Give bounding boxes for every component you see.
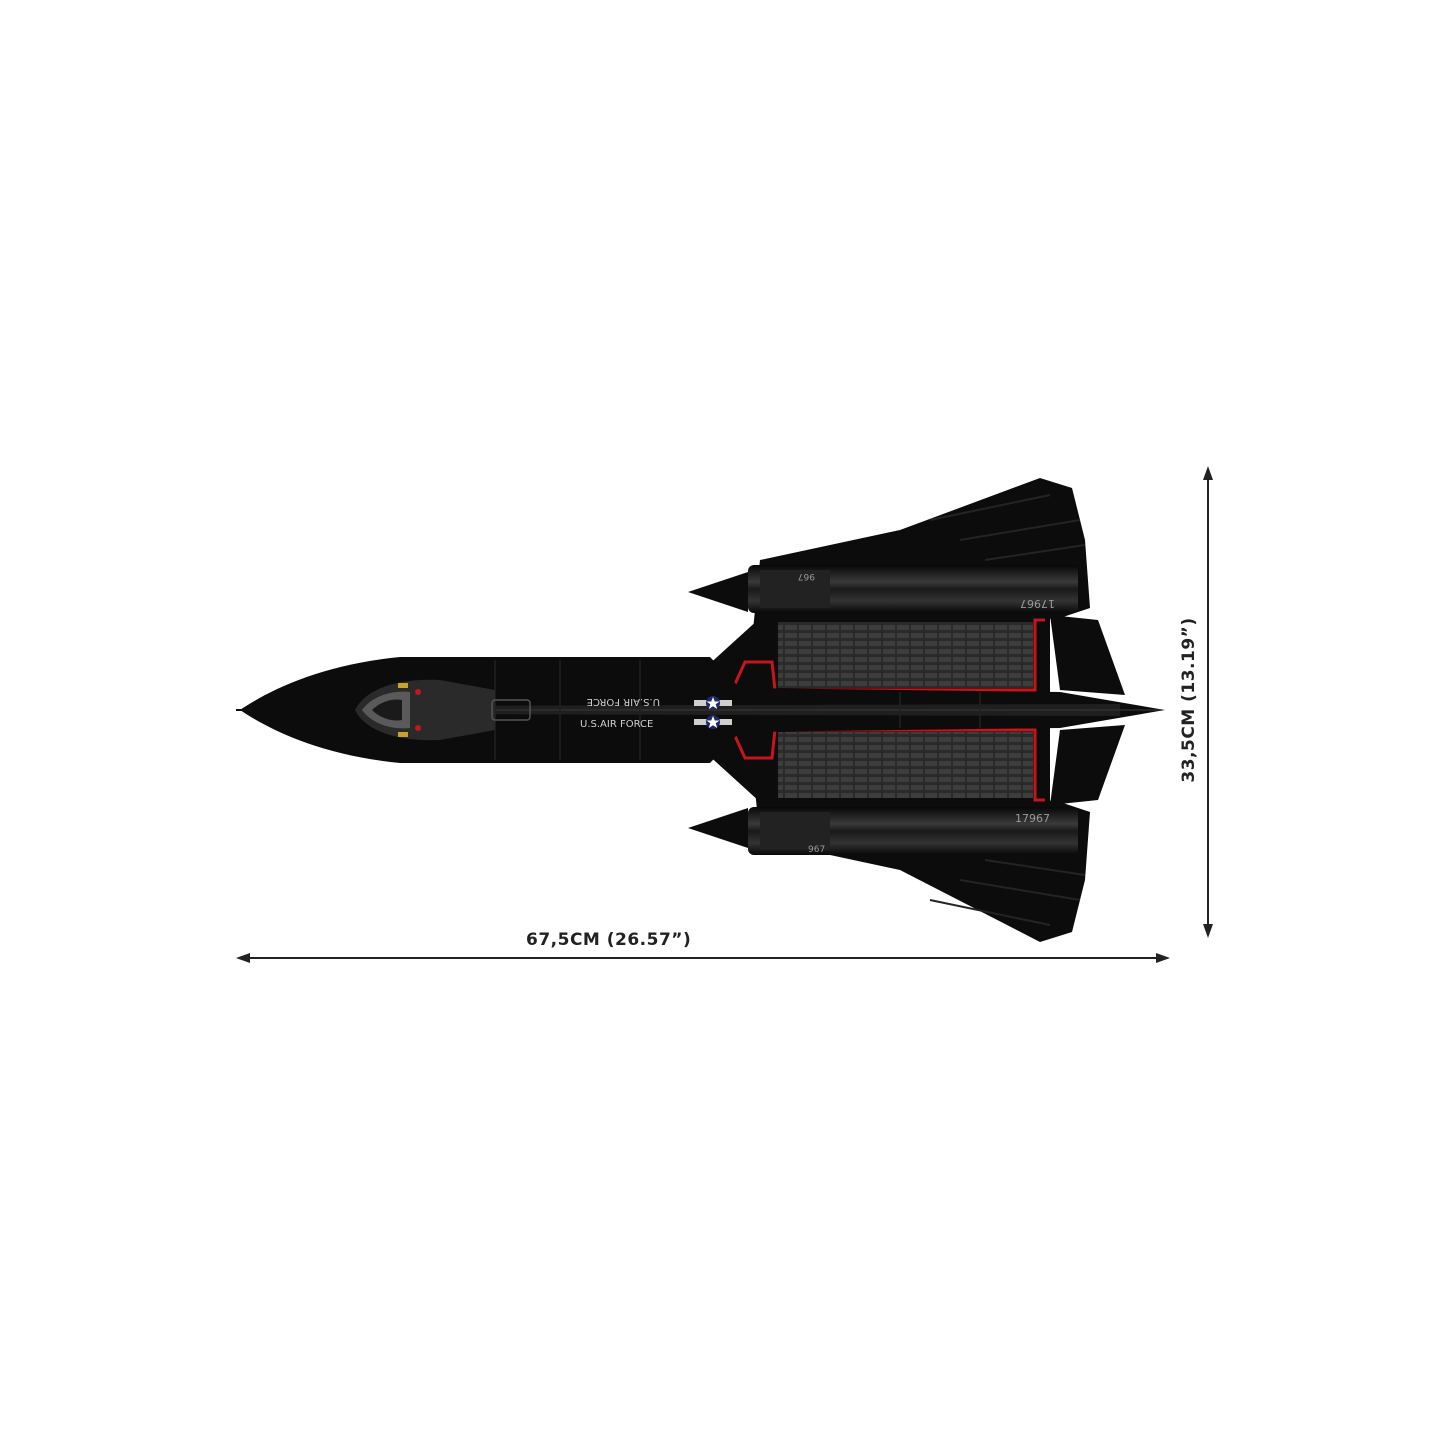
aircraft-top-view: 967 967 17967 17967: [236, 478, 1165, 942]
tail-number-top: 17967: [1020, 597, 1055, 610]
height-dimension-label: 33,5CM (13.19”): [1179, 617, 1199, 783]
dimension-arrow-icon: [1156, 953, 1170, 963]
cockpit: [355, 679, 495, 741]
usaf-star-roundel-icon: [694, 696, 732, 710]
height-dimension-line: [1203, 466, 1213, 938]
nacelle-number-bottom: 967: [808, 845, 825, 855]
width-dimension-line: [236, 953, 1170, 963]
tail-fin-top: [1050, 615, 1125, 695]
usaf-text-top: U.S.AIR FORCE: [587, 696, 660, 707]
usaf-text-bottom: U.S.AIR FORCE: [580, 719, 653, 730]
upper-grille-panel: [778, 622, 1033, 688]
nacelle-number-top: 967: [798, 571, 815, 581]
tail-number-bottom: 17967: [1015, 812, 1050, 825]
usaf-star-roundel-icon: [694, 715, 732, 729]
fuselage-hatch: [491, 699, 531, 721]
dimension-arrow-icon: [236, 953, 250, 963]
wing-panel-lines: [929, 494, 1086, 926]
lower-engine-nacelle: 967: [688, 807, 1078, 855]
lower-grille-panel: [778, 732, 1033, 798]
upper-engine-nacelle: 967: [688, 565, 1078, 613]
tail-fin-bottom: [1050, 725, 1125, 805]
dimension-arrow-icon: [1203, 924, 1213, 938]
width-dimension-label: 67,5CM (26.57”): [526, 930, 692, 950]
dimension-arrow-icon: [1203, 466, 1213, 480]
